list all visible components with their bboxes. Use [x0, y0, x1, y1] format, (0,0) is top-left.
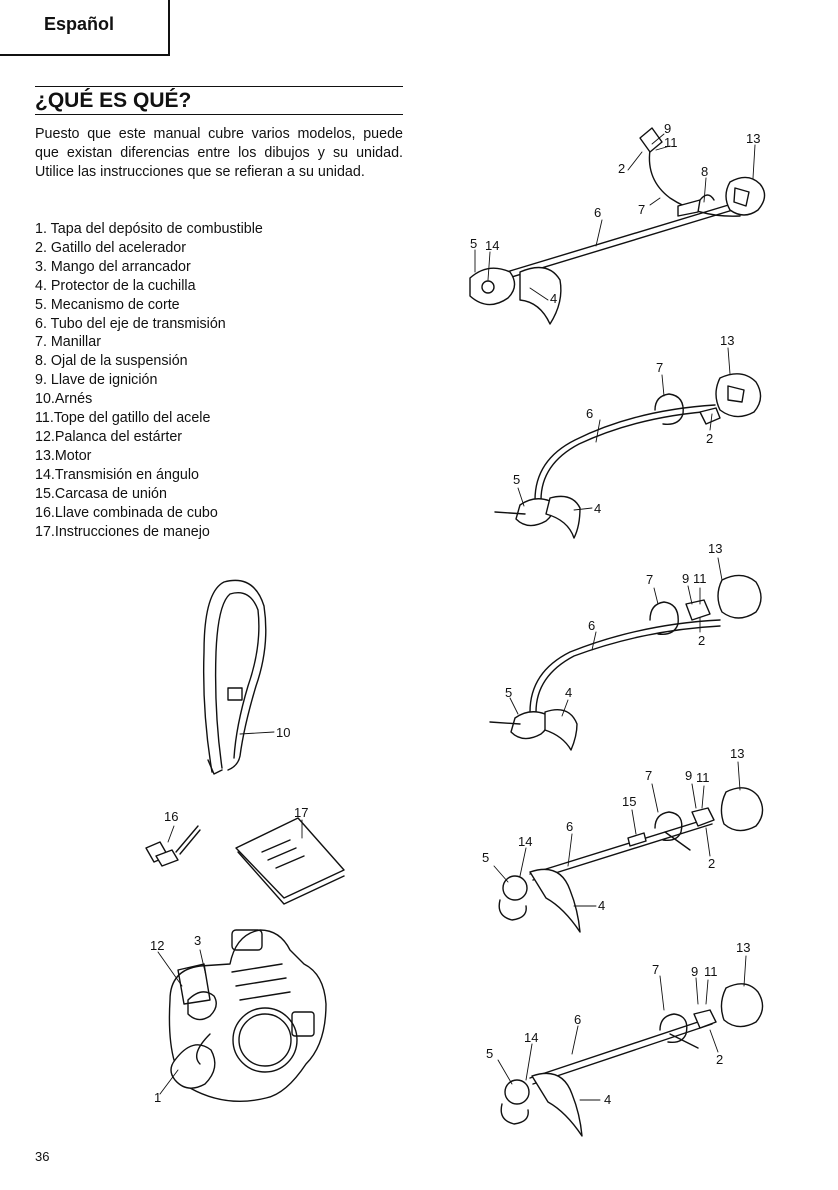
- callout: 10: [276, 725, 290, 740]
- list-item: 15.Carcasa de unión: [35, 485, 167, 502]
- heading-rule-bottom: [35, 114, 403, 115]
- list-item: 10.Arnés: [35, 391, 93, 408]
- callout: 6: [574, 1012, 581, 1027]
- callout: 6: [594, 205, 601, 220]
- list-item: 1. Tapa del depósito de combustible: [35, 221, 263, 237]
- callout: 11: [696, 770, 710, 785]
- list-item: 13.Motor: [35, 447, 92, 464]
- list-item: 5. Mecanismo de corte: [35, 296, 180, 313]
- callout: 5: [470, 236, 477, 251]
- harness-illustration: [202, 579, 267, 775]
- callout: 4: [598, 898, 605, 913]
- callout: 13: [730, 746, 744, 761]
- callout: 6: [586, 406, 593, 421]
- heading-rule-top: [35, 86, 403, 87]
- callout: 5: [486, 1046, 493, 1061]
- callout: 2: [698, 633, 705, 648]
- callout: 17: [294, 805, 308, 820]
- list-item: 2. Gatillo del acelerador: [35, 239, 186, 256]
- callout: 7: [638, 202, 645, 217]
- callout: 5: [513, 472, 520, 487]
- callout: 11: [704, 964, 718, 979]
- trimmer-curved-ignition-illustration: [489, 574, 762, 751]
- list-item: 9. Llave de ignición: [35, 372, 158, 389]
- callout: 5: [482, 850, 489, 865]
- page-title: ¿QUÉ ES QUÉ?: [35, 89, 192, 112]
- callout: 4: [565, 685, 572, 700]
- leader-lines: [157, 133, 756, 1101]
- parts-list: 1. Tapa del depósito de combustible 2. G…: [35, 220, 263, 541]
- callout: 11: [693, 571, 707, 586]
- callout: 7: [645, 768, 652, 783]
- intro-paragraph: Puesto que este manual cubre varios mode…: [35, 126, 403, 180]
- callout: 13: [746, 131, 760, 146]
- callout: 16: [164, 809, 178, 824]
- callout: 7: [646, 572, 653, 587]
- list-item: 17.Instrucciones de manejo: [35, 523, 210, 540]
- callout: 3: [194, 933, 201, 948]
- callout: 4: [550, 291, 557, 306]
- list-item: 8. Ojal de la suspensión: [35, 353, 188, 370]
- callout: 9: [682, 571, 689, 586]
- trimmer-straight-loop-illustration: [500, 983, 764, 1137]
- manual-illustration: [235, 817, 345, 905]
- list-item: 11.Tope del gatillo del acele: [35, 410, 211, 427]
- list-item: 3. Mango del arrancador: [35, 258, 191, 275]
- callout: 9: [664, 121, 671, 136]
- language-label: Español: [44, 14, 115, 34]
- callout: 8: [701, 164, 708, 179]
- engine-illustration: [168, 929, 327, 1103]
- trimmer-coupling-illustration: [498, 787, 764, 933]
- list-item: 16.Llave combinada de cubo: [35, 504, 218, 521]
- callout: 13: [720, 333, 734, 348]
- callout: 12: [150, 938, 164, 953]
- list-item: 4. Protector de la cuchilla: [35, 277, 196, 294]
- trimmer-bike-handle-illustration: [469, 127, 766, 325]
- callout: 7: [652, 962, 659, 977]
- callout: 15: [622, 794, 636, 809]
- callout: 9: [685, 768, 692, 783]
- callout: 14: [518, 834, 532, 849]
- list-item: 12.Palanca del estárter: [35, 428, 183, 445]
- callout: 11: [664, 135, 678, 150]
- language-tab: Español: [0, 0, 170, 56]
- callout: 2: [618, 161, 625, 176]
- callout: 14: [485, 238, 499, 253]
- callout: 2: [708, 856, 715, 871]
- callout: 13: [708, 541, 722, 556]
- callout: 6: [566, 819, 573, 834]
- list-item: 14.Transmisión en ángulo: [35, 466, 199, 483]
- callout: 2: [716, 1052, 723, 1067]
- callout: 1: [154, 1090, 161, 1105]
- callout-labels: 9 11 2 8 7 6 13 5 14 4 7 13 6 2 5 4 13 7…: [150, 121, 760, 1107]
- trimmer-curved-loop-illustration: [494, 373, 762, 539]
- socket-wrench-illustration: [145, 825, 201, 867]
- callout: 14: [524, 1030, 538, 1045]
- callout: 5: [505, 685, 512, 700]
- callout: 2: [706, 431, 713, 446]
- callout: 4: [594, 501, 601, 516]
- page-number: 36: [35, 1149, 50, 1164]
- callout: 13: [736, 940, 750, 955]
- callout: 7: [656, 360, 663, 375]
- list-item: 7. Manillar: [35, 334, 101, 351]
- list-item: 6. Tubo del eje de transmisión: [35, 315, 226, 332]
- callout: 9: [691, 964, 698, 979]
- callout: 4: [604, 1092, 611, 1107]
- callout: 6: [588, 618, 595, 633]
